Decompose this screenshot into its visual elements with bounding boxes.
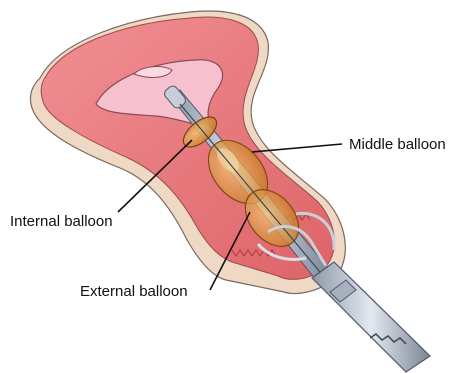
internal-balloon-label: Internal balloon [10, 213, 113, 230]
catheter-handle [312, 262, 430, 372]
middle-balloon-label: Middle balloon [349, 136, 446, 153]
external-balloon-label: External balloon [80, 283, 188, 300]
